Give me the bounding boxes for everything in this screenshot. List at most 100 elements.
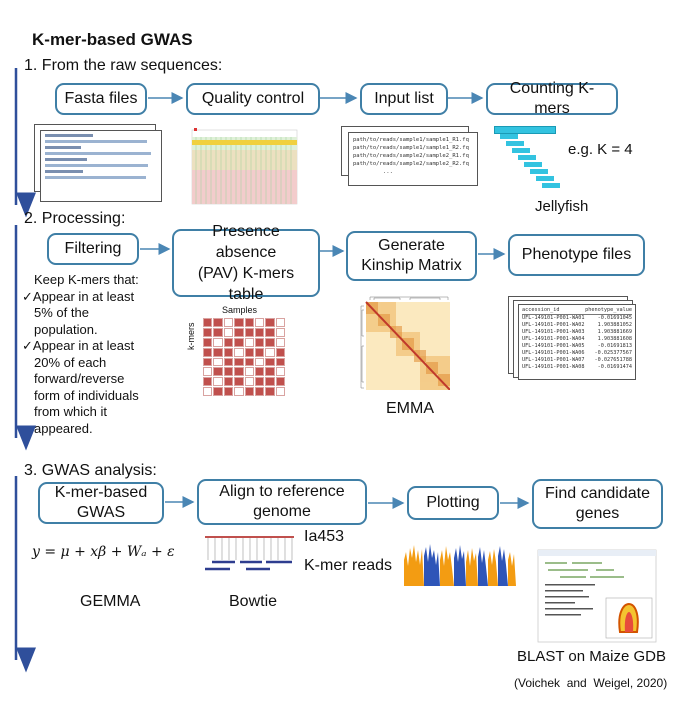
phenotype-value: phenotype_value [585,307,632,313]
pav-cell [234,367,244,377]
emma-label: EMMA [386,400,434,417]
pav-cell [234,357,244,367]
criteria-line: population. [34,321,98,337]
pav-cell [213,367,223,377]
pav-grid [203,318,285,396]
pav-cell [223,347,234,357]
phenotype-row: UFL-149101-P001-WA05-0.01691813 [522,343,632,350]
kmers-axis-label: k-mers [186,322,196,351]
pav-cell [275,377,285,387]
criteria-line: 20% of each [34,354,107,370]
phenotype-row: UFL-149101-P001-WA04 1.903881608 [522,336,632,343]
phenotype-row: UFL-149101-P001-WA07-0.027651788 [522,357,632,364]
gwas-line-1: K-mer-based [54,484,148,501]
input-list-line: ... [383,169,393,175]
pav-cell [254,367,265,377]
criteria-line: appeared. [34,420,93,436]
kinship-line-1: Generate [378,237,445,254]
cand-line-2: genes [575,505,620,522]
gwas-equation: y = μ + xβ + Wₐ + ε [32,544,175,560]
kinship-heatmap [360,296,450,390]
pav-line-2: (PAV) K-mers [197,265,295,282]
input-list-line: path/to/reads/sample1/sample1_R1.fq [353,137,469,143]
pav-cell [223,367,234,377]
criteria-line: form of individuals [34,387,139,403]
filtering-criteria: Keep K-mers that: ✓Appear in at least 5%… [22,272,172,437]
phenotype-value: -0.01691474 [597,364,632,370]
pav-cell [265,377,275,387]
cand-line-1: Find candidate [545,485,650,502]
align-line-2: genome [253,503,311,520]
phenotype-value: -0.027651788 [594,357,632,363]
pav-cell [213,387,223,396]
align-reference-box: Align to reference genome [197,479,367,525]
pav-cell [234,318,244,327]
phenotype-value: 1.903881608 [597,336,632,342]
section-1-heading: 1. From the raw sequences: [24,57,223,74]
pav-cell [244,377,254,387]
pav-cell [203,377,213,387]
pav-cell [265,347,275,357]
pav-cell [213,347,223,357]
pav-cell [213,327,223,337]
pav-cell [244,387,254,396]
pav-cell [254,347,265,357]
criteria-line: Keep K-mers that: [34,272,139,287]
pav-cell [213,337,223,347]
manhattan-plot [402,540,518,586]
pav-cell [244,357,254,367]
criteria-line: 5% of the [34,305,89,320]
pav-cell [223,387,234,396]
phenotype-value: -0.01691045 [597,315,632,321]
pav-cell [234,347,244,357]
phenotype-accession: UFL-149101-P001-WA08 [522,364,585,370]
phenotype-accession: UFL-149101-P001-WA04 [522,336,585,342]
pav-cell [244,347,254,357]
phenotype-row: accession_id phenotype_value [522,307,632,315]
pav-cell [265,357,275,367]
input-list-document-front: path/to/reads/sample1/sample1_R1.fq path… [348,132,478,186]
samples-label: Samples [222,305,258,315]
pav-cell [223,357,234,367]
pav-cell [244,367,254,377]
criteria-line: forward/reverse [34,371,125,386]
quality-control-box: Quality control [186,83,320,115]
pav-cell [223,318,234,327]
pav-cell [254,327,265,337]
pav-line-3: table [228,286,264,303]
pav-cell [203,337,213,347]
pav-cell [203,318,213,327]
kinship-line-2: Kinship Matrix [361,257,462,274]
phenotype-accession: UFL-149101-P001-WA03 [522,329,585,335]
pav-cell [234,327,244,337]
pav-cell [223,337,234,347]
phenotype-row: UFL-149101-P001-WA03 1.903881669 [522,329,632,336]
input-list-line: path/to/reads/sample2/sample2_R2.fq [353,161,469,167]
pav-cell [203,347,213,357]
kmer-gwas-box: K-mer-based GWAS [38,482,164,524]
bowtie-alignment [205,536,294,571]
phenotype-accession: accession_id [522,307,560,313]
pav-line-1: Presence absence [212,223,280,261]
pav-cell [223,377,234,387]
jellyfish-label: Jellyfish [535,198,589,215]
input-list-line: path/to/reads/sample1/sample1_R2.fq [353,145,469,151]
gene-browser-thumbnails [537,549,657,643]
blast-label: BLAST on Maize GDB [517,648,666,665]
pav-cell [234,387,244,396]
pav-table-box: Presence absence (PAV) K-mers table [172,223,320,303]
criteria-line: ✓Appear in at least [22,288,135,304]
candidate-genes-box: Find candidate genes [532,479,663,529]
pav-cell [275,318,285,327]
phenotype-value: 1.903881669 [597,329,632,335]
pav-cell [244,318,254,327]
kmer-example: e.g. K = 4 [568,141,633,158]
pav-cell [275,387,285,396]
filtering-box: Filtering [47,233,139,265]
pav-cell [203,387,213,396]
phenotype-row: UFL-149101-P001-WA08 -0.01691474 [522,364,632,371]
pav-cell [275,367,285,377]
pav-cell [213,377,223,387]
criteria-line: from which it [34,404,107,419]
